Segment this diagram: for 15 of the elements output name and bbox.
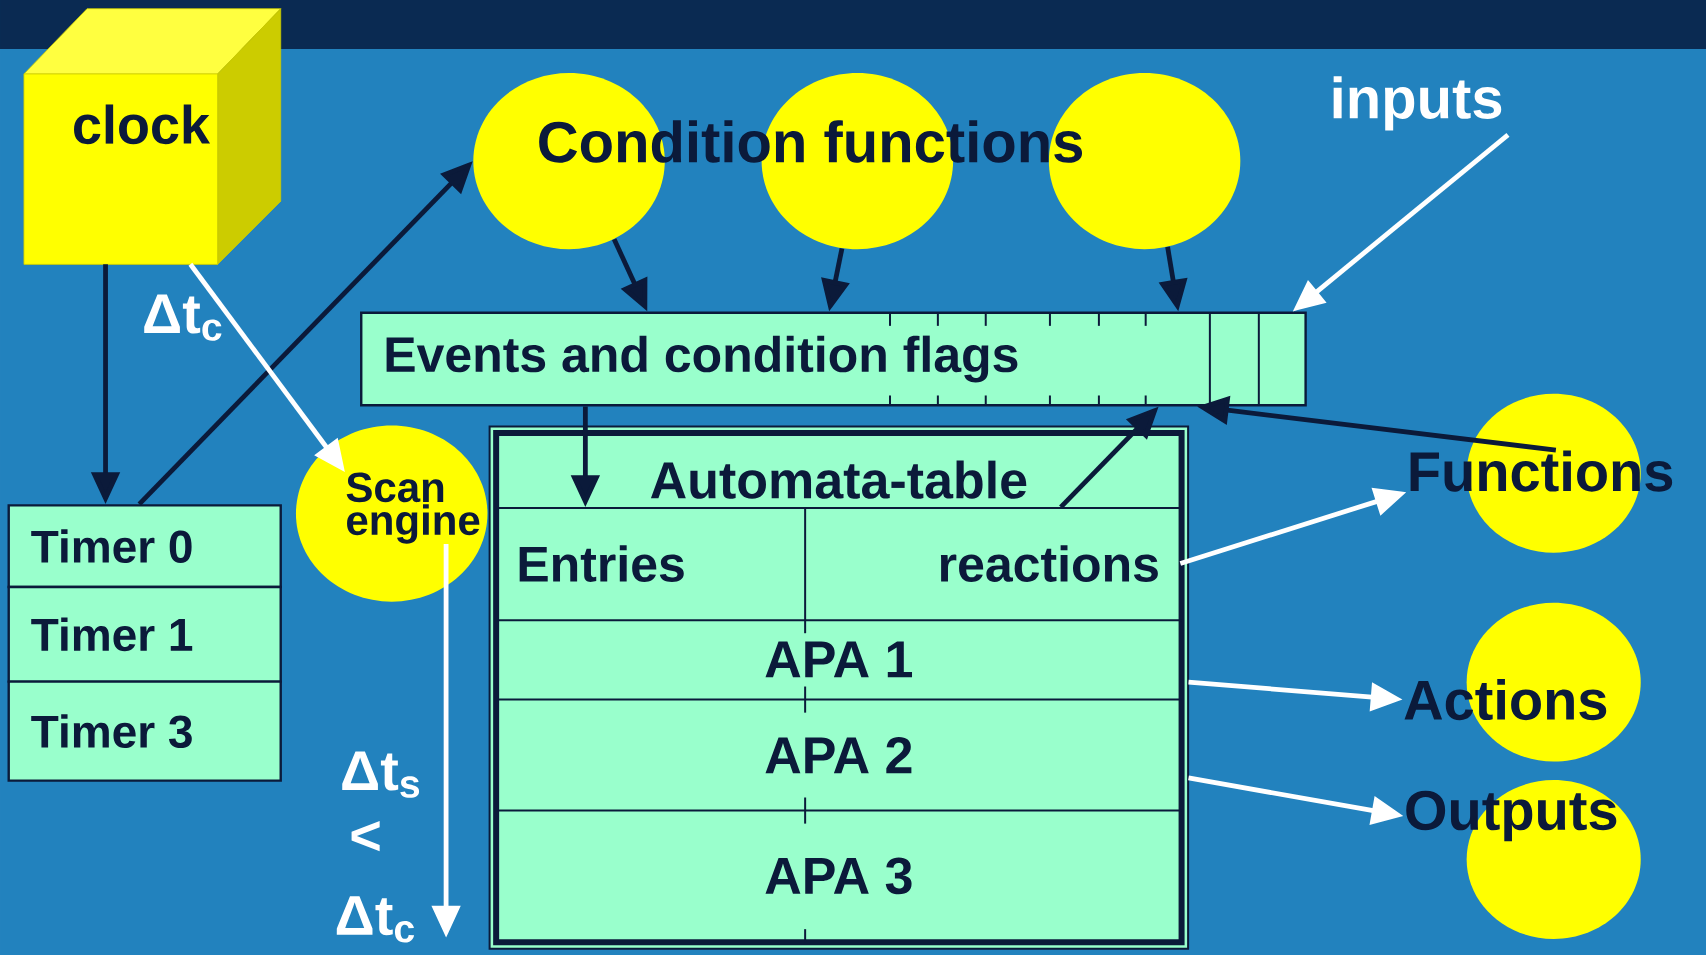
table-cell: APA 1 [765, 641, 912, 678]
input-label: inputs [1333, 76, 1502, 131]
table-cell: APA 3 [765, 857, 912, 895]
table-cell: APA 2 [765, 736, 912, 774]
time-label: Δt$_{c}$ [336, 896, 415, 943]
timer-cell: Timer 0 [7, 504, 282, 589]
clock-cube: clock [23, 8, 282, 265]
timer-cell: Timer 1 [7, 585, 282, 683]
time-label: Δt$_{c}$ [144, 294, 222, 341]
time-label: Δt$_{s}$ [342, 751, 420, 798]
flag-bar: Events and condition flags [360, 311, 1307, 407]
comparison-sign: < [351, 820, 380, 851]
table-cell: Entries [519, 545, 684, 582]
timer-cell: Timer 3 [7, 680, 282, 782]
table-cell: reactions [940, 545, 1158, 582]
